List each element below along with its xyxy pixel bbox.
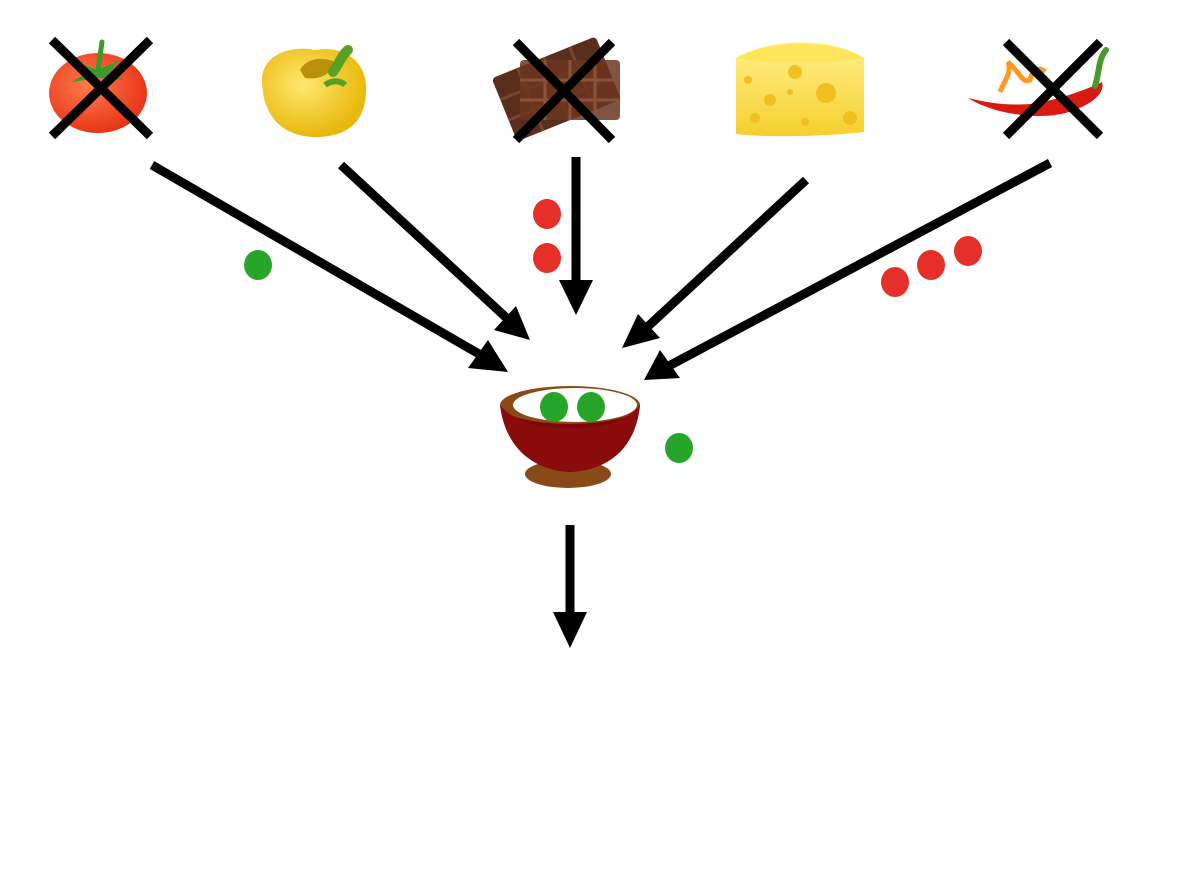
tomato-cross-mark [48, 36, 154, 140]
tomato-icon [48, 36, 154, 140]
bowl-icon [500, 386, 640, 488]
arrowhead-bowl-down [553, 612, 587, 648]
chocolate-red-dot [533, 243, 561, 273]
arrows [149, 157, 1053, 625]
arrow-cheese-to-bowl [638, 176, 810, 336]
chili-pepper-red-dot [881, 267, 909, 297]
chocolate-cross-mark [512, 38, 616, 144]
arrowhead-cheese [622, 314, 660, 348]
chocolate-icon [492, 37, 620, 144]
arrowhead-chili [644, 350, 680, 380]
arrow-chili-to-bowl [662, 159, 1053, 372]
chili-pepper-red-dot [917, 250, 945, 280]
bowl-inside-green-dot [540, 392, 568, 422]
yellow-pepper-icon [262, 45, 367, 138]
arrowhead-pepper [494, 306, 530, 340]
arrowheads [468, 280, 680, 648]
tomato-green-dot [244, 250, 272, 280]
cheese-icon [736, 42, 864, 137]
chili-pepper-red-dot [954, 236, 982, 266]
arrow-pepper-to-bowl [337, 161, 516, 327]
arrowhead-tomato [468, 340, 508, 372]
bowl-inside-green-dot [577, 392, 605, 422]
chili-pepper-icon [968, 38, 1109, 140]
marks-layer [244, 199, 982, 463]
chili-cross-mark [1002, 38, 1104, 140]
arrowhead-chocolate [559, 280, 593, 315]
chocolate-red-dot [533, 199, 561, 229]
arrow-tomato-to-bowl [149, 161, 489, 362]
bowl-side-green-dot [665, 433, 693, 463]
